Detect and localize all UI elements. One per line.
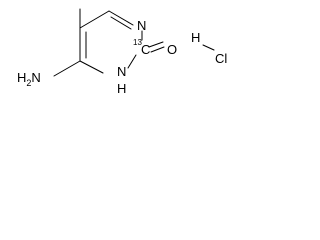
bond-c4-n3 — [108, 10, 134, 26]
carbonyl-o-label: O — [167, 42, 177, 57]
amino-h2-subscript: 2 — [26, 78, 31, 88]
bond-c4-n3-inner — [110, 16, 132, 30]
c13-isotope-label: 13 — [133, 38, 142, 47]
ring-c2-label: C — [141, 42, 150, 57]
ring-n3-label: N — [137, 18, 146, 33]
bond-c6-amino — [53, 60, 81, 77]
bond-c2-o-inner — [150, 46, 165, 53]
hcl-cl-label: Cl — [215, 51, 227, 66]
hcl-h-label: H — [191, 30, 200, 45]
structure-canvas: N 13 C O N H H2N H Cl — [17, 8, 227, 96]
ring-n1-label: N — [117, 64, 126, 79]
amino-h2-label: H — [17, 70, 26, 85]
bond-c5-c4 — [79, 10, 110, 29]
bond-n1-c6 — [79, 60, 104, 74]
bond-c2-n1 — [127, 54, 137, 69]
ring-n1-h-label: H — [117, 81, 126, 96]
bond-h-cl — [202, 44, 215, 51]
amino-group-label: H2N — [17, 70, 41, 88]
amino-n-label: N — [31, 70, 40, 85]
bond-c2-o — [148, 41, 164, 48]
